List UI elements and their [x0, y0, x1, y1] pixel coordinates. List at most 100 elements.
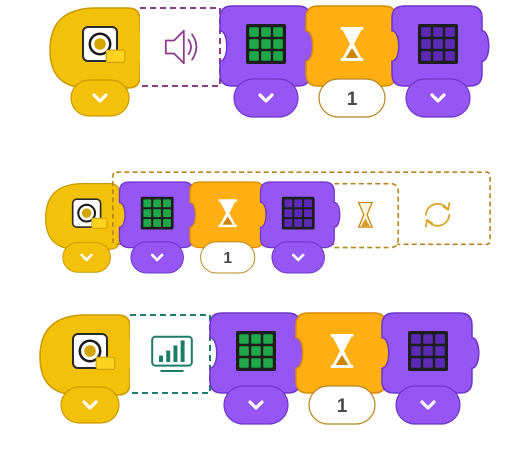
hourglass-icon [357, 201, 374, 228]
wait-duration-field[interactable]: 1 [200, 241, 256, 274]
green-grid-icon [236, 331, 276, 371]
hub-button-icon [82, 26, 126, 63]
wait-block[interactable]: 1 [305, 5, 404, 118]
lego-brick-badge [91, 217, 108, 229]
sound-wave-large [191, 33, 198, 61]
light-matrix-block[interactable] [219, 5, 318, 118]
dropdown-pill[interactable] [223, 385, 289, 425]
hub-button-dot [81, 208, 92, 218]
light-matrix-block[interactable] [118, 181, 200, 274]
chevron-down-icon [80, 253, 93, 262]
wait-duration-field[interactable]: 1 [318, 78, 386, 118]
repeat-arrow-top [424, 202, 448, 216]
parameter-dropdown[interactable] [395, 385, 461, 425]
wait-duration-field[interactable]: 1 [308, 385, 376, 425]
green-grid-icon [140, 196, 174, 230]
parameter-dropdown[interactable] [405, 78, 471, 118]
matrix-pixel [423, 346, 433, 356]
when-program-starts-block[interactable] [49, 7, 148, 117]
when-program-starts-block[interactable] [45, 183, 126, 273]
matrix-pixel [263, 346, 273, 356]
matrix-pixel [294, 219, 303, 227]
chart-bar [166, 350, 171, 362]
matrix-pixel [411, 346, 421, 356]
dropdown-pill[interactable] [395, 385, 461, 425]
empty-slot-block[interactable] [130, 314, 211, 394]
matrix-pixel [421, 27, 431, 37]
parameter-dropdown[interactable] [271, 241, 325, 274]
dropdown-pill[interactable] [70, 79, 130, 117]
purple-grid-icon [281, 196, 315, 230]
matrix-pixel [239, 358, 249, 368]
dropdown-pill[interactable] [405, 78, 471, 118]
dropdown-pill[interactable] [130, 241, 184, 274]
chevron-down-icon [92, 93, 108, 103]
parameter-dropdown[interactable] [62, 242, 111, 273]
number-input-pill[interactable] [308, 385, 376, 425]
matrix-pixel [249, 51, 259, 61]
hourglass-sand [361, 218, 370, 227]
matrix-pixel [284, 219, 293, 227]
light-off-block[interactable] [391, 5, 490, 118]
matrix-pixel [435, 346, 445, 356]
dropdown-pill[interactable] [271, 241, 325, 274]
matrix-pixel [251, 358, 261, 368]
program-stack[interactable]: 1 [45, 171, 491, 274]
program-stack[interactable]: 1 [39, 312, 480, 425]
matrix-pixel [445, 27, 455, 37]
light-off-block[interactable] [381, 312, 480, 425]
chevron-down-icon [291, 253, 305, 262]
chevron-down-icon [258, 93, 274, 103]
speaker-icon [164, 29, 198, 65]
repeat-icon [424, 202, 451, 228]
matrix-pixel [433, 51, 443, 61]
wait-seconds-value[interactable]: 1 [347, 89, 358, 110]
hourglass-icon [330, 334, 354, 368]
matrix-pixel [261, 51, 271, 61]
matrix-pixel [284, 199, 293, 208]
matrix-pixel [304, 199, 312, 208]
dropdown-pill[interactable] [62, 242, 111, 273]
hourglass-sand [222, 216, 233, 225]
parameter-dropdown[interactable] [60, 386, 120, 424]
parameter-dropdown[interactable] [233, 78, 299, 118]
matrix-pixel [239, 346, 249, 356]
bar-chart-icon [151, 335, 193, 372]
hourglass-sand [335, 355, 349, 365]
dropdown-pill[interactable] [60, 386, 120, 424]
matrix-pixel [249, 39, 259, 49]
hub-button-dot [94, 38, 106, 50]
number-input-pill[interactable] [318, 78, 386, 118]
when-program-starts-block[interactable] [39, 314, 138, 424]
loop-inner-slot[interactable] [334, 182, 400, 249]
wait-block[interactable]: 1 [295, 312, 394, 425]
matrix-pixel [153, 219, 162, 227]
matrix-pixel [284, 209, 293, 218]
empty-slot-block[interactable] [140, 7, 221, 87]
parameter-dropdown[interactable] [70, 79, 130, 117]
hourglass-sand [345, 48, 359, 58]
matrix-pixel [251, 334, 261, 344]
hourglass-base [218, 224, 237, 228]
dropdown-pill[interactable] [233, 78, 299, 118]
matrix-pixel [249, 27, 259, 37]
wait-block[interactable]: 1 [189, 181, 270, 274]
chart-bar [159, 355, 163, 362]
parameter-dropdown[interactable] [223, 385, 289, 425]
parameter-dropdown[interactable] [130, 241, 184, 274]
matrix-pixel [153, 209, 162, 218]
matrix-pixel [261, 27, 271, 37]
wait-seconds-value[interactable]: 1 [223, 250, 232, 267]
program-stack[interactable]: 1 [49, 5, 490, 118]
wait-seconds-value[interactable]: 1 [337, 396, 348, 417]
chart-bar [180, 340, 185, 362]
matrix-pixel [163, 209, 171, 218]
speaker-cone [164, 29, 185, 65]
number-input-pill[interactable] [200, 241, 256, 274]
matrix-pixel [163, 219, 171, 227]
matrix-pixel [421, 39, 431, 49]
light-off-block[interactable] [259, 181, 341, 274]
light-matrix-block[interactable] [209, 312, 308, 425]
lego-brick-badge [95, 356, 116, 370]
